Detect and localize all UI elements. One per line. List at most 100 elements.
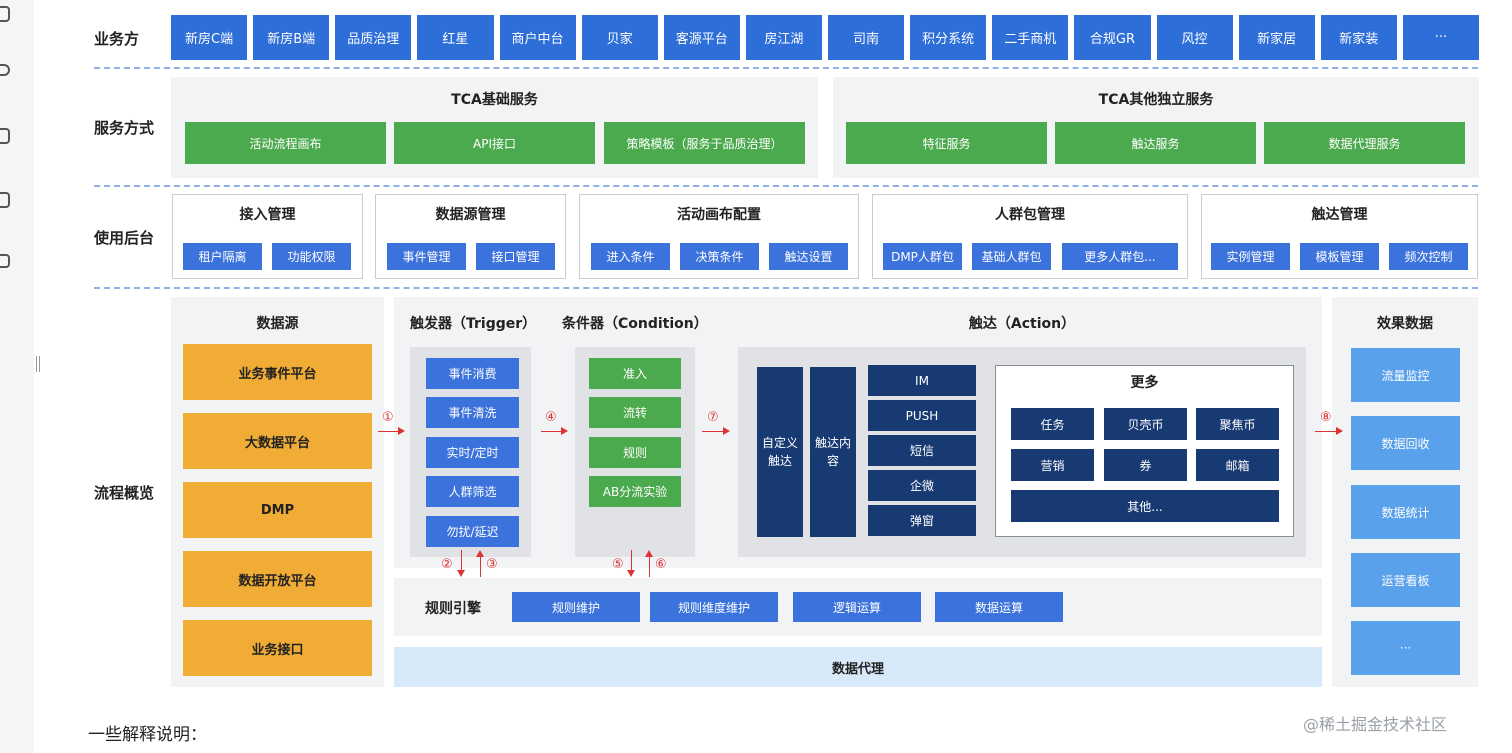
backend-item[interactable]: 功能权限 (272, 243, 351, 270)
business-item[interactable]: 商户中台 (499, 15, 576, 60)
action-more-item[interactable]: 任务 (1011, 408, 1094, 440)
trigger-item[interactable]: 人群筛选 (426, 476, 519, 507)
action-channel[interactable]: 弹窗 (868, 505, 976, 536)
datasource-item[interactable]: 大数据平台 (183, 413, 372, 469)
tca-basic-title: TCA基础服务 (451, 92, 538, 108)
action-channel[interactable]: PUSH (868, 400, 976, 431)
toolbar-icon[interactable] (0, 192, 10, 208)
action-more-title: 更多 (1130, 375, 1159, 391)
business-item[interactable]: 新家装 (1320, 15, 1397, 60)
trigger-title: 触发器（Trigger） (410, 316, 537, 332)
action-more-item[interactable]: 券 (1104, 449, 1187, 481)
watermark: @稀土掘金技术社区 (1303, 715, 1448, 734)
datasource-item[interactable]: DMP (183, 482, 372, 538)
backend-item[interactable]: 决策条件 (680, 243, 759, 270)
row-label-service: 服务方式 (94, 119, 155, 137)
trigger-item[interactable]: 勿扰/延迟 (426, 516, 519, 547)
action-channel[interactable]: 企微 (868, 470, 976, 501)
action-more-item[interactable]: 贝壳币 (1104, 408, 1187, 440)
datasource-item[interactable]: 数据开放平台 (183, 551, 372, 607)
business-item[interactable]: 风控 (1156, 15, 1233, 60)
backend-item[interactable]: 租户隔离 (183, 243, 262, 270)
arrow-head-icon (1336, 427, 1343, 435)
condition-item[interactable]: 规则 (589, 437, 681, 468)
divider (94, 185, 1478, 187)
action-channel[interactable]: 短信 (868, 435, 976, 466)
backend-item[interactable]: 触达设置 (769, 243, 848, 270)
effect-item[interactable]: 流量监控 (1351, 348, 1460, 402)
business-item[interactable]: 贝家 (581, 15, 658, 60)
flow-arrow (378, 431, 400, 432)
service-item[interactable]: API接口 (394, 122, 595, 164)
backend-title: 数据源管理 (435, 207, 506, 223)
data-proxy-bar[interactable]: 数据代理 (394, 647, 1322, 687)
arrow-down-icon (627, 570, 635, 577)
toolbar-icon[interactable] (0, 6, 10, 22)
backend-title: 活动画布配置 (677, 207, 761, 223)
toolbar-icon[interactable] (0, 128, 10, 144)
backend-item[interactable]: 接口管理 (476, 243, 555, 270)
action-channel[interactable]: IM (868, 365, 976, 396)
left-toolbar (0, 0, 34, 753)
business-item[interactable]: 二手商机 (992, 15, 1069, 60)
arrow-up-icon (645, 550, 653, 557)
rule-engine-item[interactable]: 逻辑运算 (793, 592, 921, 622)
business-item[interactable]: ··· (1402, 15, 1479, 60)
rule-engine-item[interactable]: 规则维度维护 (650, 592, 778, 622)
trigger-item[interactable]: 事件消费 (426, 358, 519, 389)
datasource-item[interactable]: 业务事件平台 (183, 344, 372, 400)
rule-engine-item[interactable]: 规则维护 (512, 592, 640, 622)
condition-item[interactable]: AB分流实验 (589, 476, 681, 507)
marker-label: ⑧ (1320, 410, 1332, 425)
condition-item[interactable]: 流转 (589, 397, 681, 428)
effect-item[interactable]: ··· (1351, 621, 1460, 675)
action-more-item[interactable]: 聚焦币 (1196, 408, 1279, 440)
backend-item[interactable]: 模板管理 (1300, 243, 1379, 270)
backend-item[interactable]: 更多人群包... (1062, 243, 1178, 270)
backend-item[interactable]: 进入条件 (591, 243, 670, 270)
business-item[interactable]: 红星 (417, 15, 494, 60)
business-item[interactable]: 新房B端 (253, 15, 330, 60)
service-item[interactable]: 策略模板（服务于品质治理） (604, 122, 805, 164)
backend-item[interactable]: 实例管理 (1211, 243, 1290, 270)
action-content[interactable]: 触达内容 (810, 367, 856, 537)
service-item[interactable]: 数据代理服务 (1264, 122, 1465, 164)
action-more-item[interactable]: 邮箱 (1196, 449, 1279, 481)
business-item[interactable]: 客源平台 (663, 15, 740, 60)
service-item[interactable]: 活动流程画布 (185, 122, 386, 164)
business-item[interactable]: 房江湖 (745, 15, 822, 60)
business-item[interactable]: 司南 (828, 15, 905, 60)
effect-item[interactable]: 运营看板 (1351, 553, 1460, 607)
business-item[interactable]: 新房C端 (171, 15, 248, 60)
backend-item[interactable]: 频次控制 (1389, 243, 1468, 270)
action-more-item[interactable]: 营销 (1011, 449, 1094, 481)
effect-item[interactable]: 数据回收 (1351, 416, 1460, 470)
action-more-other[interactable]: 其他... (1011, 490, 1279, 522)
action-custom[interactable]: 自定义触达 (757, 367, 803, 537)
row-label-flow: 流程概览 (94, 484, 155, 502)
trigger-item[interactable]: 实时/定时 (426, 437, 519, 468)
toolbar-icon[interactable] (0, 64, 10, 76)
trigger-item[interactable]: 事件清洗 (426, 397, 519, 428)
backend-item[interactable]: 基础人群包 (972, 243, 1051, 270)
toolbar-icon[interactable] (0, 254, 10, 268)
marker-label: ⑦ (707, 410, 719, 425)
business-item[interactable]: 新家居 (1238, 15, 1315, 60)
flow-arrow (631, 550, 632, 570)
service-item[interactable]: 特征服务 (846, 122, 1047, 164)
backend-item[interactable]: DMP人群包 (883, 243, 962, 270)
resize-handle-icon[interactable] (36, 356, 40, 372)
condition-item[interactable]: 准入 (589, 358, 681, 389)
backend-item[interactable]: 事件管理 (387, 243, 466, 270)
marker-label: ② (441, 557, 453, 572)
flow-arrow (1315, 431, 1337, 432)
marker-label: ③ (486, 557, 498, 572)
rule-engine-item[interactable]: 数据运算 (935, 592, 1063, 622)
flow-arrow (461, 550, 462, 570)
service-item[interactable]: 触达服务 (1055, 122, 1256, 164)
effect-item[interactable]: 数据统计 (1351, 485, 1460, 539)
business-item[interactable]: 合规GR (1074, 15, 1151, 60)
datasource-item[interactable]: 业务接口 (183, 620, 372, 676)
business-item[interactable]: 品质治理 (335, 15, 412, 60)
business-item[interactable]: 积分系统 (910, 15, 987, 60)
